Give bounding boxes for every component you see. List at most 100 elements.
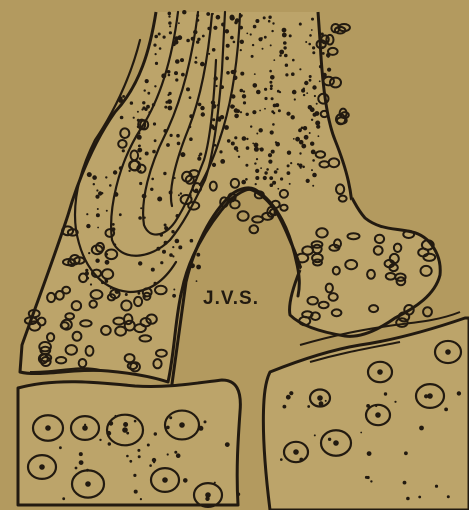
- stipple-dot: [245, 164, 248, 167]
- stipple-dot: [168, 106, 173, 111]
- stipple-dot: [189, 126, 192, 129]
- stipple-dot: [270, 44, 272, 46]
- stipple-dot: [196, 14, 199, 17]
- lower-left-tissue: [18, 380, 240, 505]
- stipple-dot: [154, 139, 157, 142]
- stipple-dot: [181, 73, 185, 77]
- stipple-dot: [272, 123, 275, 126]
- stipple-dot: [170, 135, 172, 137]
- stipple-dot: [312, 85, 316, 89]
- stipple-dot: [279, 50, 284, 55]
- stipple-dot: [245, 178, 248, 181]
- stipple-dot: [447, 495, 450, 498]
- stipple-dot: [297, 163, 299, 165]
- stipple-dot: [311, 169, 313, 171]
- stipple-dot: [306, 179, 310, 183]
- stipple-dot: [105, 176, 107, 178]
- stipple-dot: [314, 434, 316, 436]
- stipple-dot: [240, 40, 244, 44]
- stipple-dot: [303, 126, 307, 130]
- stipple-dot: [169, 191, 173, 195]
- stipple-dot: [261, 37, 263, 39]
- stipple-dot: [138, 292, 141, 295]
- stipple-dot: [87, 172, 92, 177]
- stipple-dot: [250, 33, 252, 35]
- stipple-dot: [226, 44, 230, 48]
- stipple-dot: [161, 73, 166, 78]
- stipple-dot: [113, 243, 116, 246]
- stipple-dot: [189, 96, 192, 99]
- stipple-dot: [164, 106, 167, 109]
- stipple-dot: [189, 137, 193, 141]
- stipple-dot: [256, 90, 261, 95]
- stipple-dot: [313, 113, 317, 117]
- stipple-dot: [206, 12, 210, 16]
- stipple-dot: [292, 59, 295, 62]
- stipple-dot: [109, 184, 112, 187]
- stipple-dot: [86, 224, 90, 228]
- stipple-dot: [273, 104, 277, 108]
- stipple-dot: [231, 142, 235, 146]
- stipple-dot: [309, 132, 311, 134]
- stipple-dot: [169, 31, 172, 34]
- cell-nucleus: [377, 369, 383, 375]
- stipple-dot: [183, 478, 188, 483]
- stipple-dot: [167, 70, 171, 74]
- stipple-dot: [314, 95, 316, 97]
- stipple-dot: [92, 175, 97, 180]
- stipple-dot: [225, 56, 229, 60]
- stipple-dot: [311, 29, 313, 31]
- stipple-dot: [231, 70, 235, 74]
- stipple-dot: [243, 101, 246, 104]
- stipple-dot: [283, 41, 287, 45]
- stipple-dot: [156, 247, 160, 251]
- stipple-dot: [176, 214, 180, 218]
- stipple-dot: [123, 422, 128, 427]
- stipple-dot: [312, 46, 315, 49]
- stipple-dot: [298, 129, 302, 133]
- stipple-dot: [309, 34, 312, 37]
- stipple-dot: [309, 75, 312, 78]
- stipple-dot: [164, 241, 168, 245]
- stipple-dot: [154, 35, 158, 39]
- stipple-dot: [214, 76, 218, 80]
- stipple-dot: [155, 62, 158, 65]
- stipple-dot: [234, 21, 237, 24]
- cell-nucleus: [179, 422, 185, 428]
- stipple-dot: [301, 144, 306, 149]
- stipple-dot: [328, 438, 331, 441]
- cell-nucleus: [122, 427, 128, 433]
- stipple-dot: [79, 452, 83, 456]
- stipple-dot: [263, 16, 266, 19]
- stipple-dot: [268, 160, 272, 164]
- stipple-dot: [260, 167, 262, 169]
- stipple-dot: [125, 293, 128, 296]
- stipple-dot: [138, 455, 141, 458]
- stipple-dot: [186, 87, 190, 91]
- stipple-dot: [237, 493, 240, 496]
- stipple-dot: [154, 282, 157, 285]
- stipple-dot: [311, 18, 314, 21]
- stipple-dot: [457, 391, 461, 395]
- stipple-dot: [250, 125, 252, 127]
- stipple-dot: [137, 449, 140, 452]
- stipple-dot: [254, 162, 256, 164]
- stipple-dot: [256, 158, 258, 160]
- stipple-dot: [252, 110, 256, 114]
- stipple-dot: [179, 295, 182, 298]
- stipple-dot: [176, 134, 180, 138]
- stipple-dot: [175, 59, 180, 64]
- stipple-dot: [304, 135, 309, 140]
- stipple-dot: [255, 183, 257, 185]
- stipple-dot: [180, 58, 184, 62]
- stipple-dot: [145, 152, 149, 156]
- stipple-dot: [280, 458, 283, 461]
- stipple-dot: [101, 192, 103, 194]
- stipple-dot: [311, 119, 313, 121]
- stipple-dot: [200, 62, 205, 67]
- stipple-dot: [282, 28, 287, 33]
- stipple-dot: [169, 253, 173, 257]
- stipple-dot: [309, 79, 312, 82]
- cell-nucleus: [85, 481, 91, 487]
- stipple-dot: [120, 116, 124, 120]
